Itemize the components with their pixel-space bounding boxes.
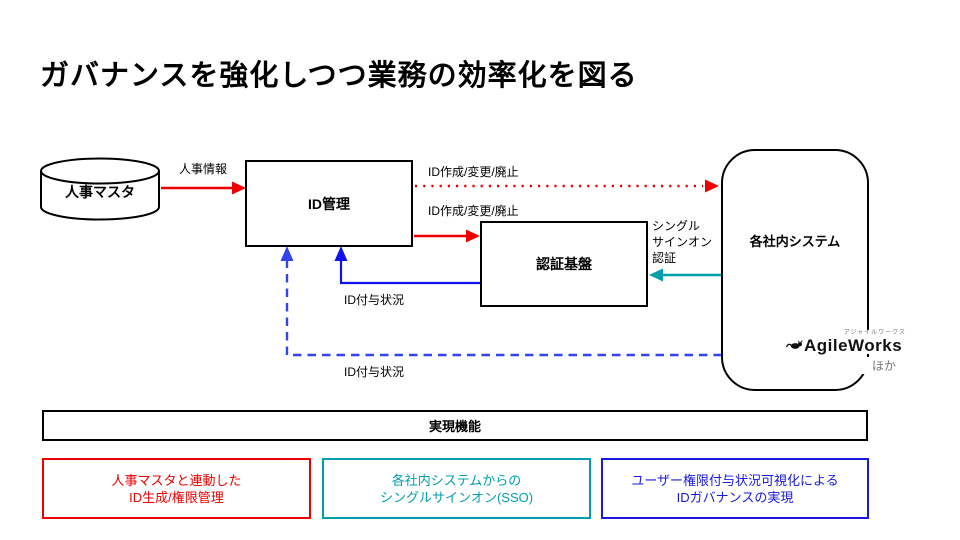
agileworks-ant-icon (785, 338, 803, 354)
arrow-id-ops-dotted (415, 179, 719, 193)
node-auth-platform: 認証基盤 (480, 221, 648, 307)
functions-header-bar: 実現機能 (42, 410, 868, 441)
edge-label-id-ops-mid: ID作成/変更/廃止 (428, 204, 519, 218)
function-box-id-generation: 人事マスタと連動した ID生成/権限管理 (42, 458, 311, 519)
edge-label-id-status-solid: ID付与状況 (344, 293, 405, 307)
function-box-id-governance: ユーザー権限付与状況可視化による IDガバナンスの実現 (601, 458, 869, 519)
arrow-sso-auth (649, 268, 722, 282)
node-id-management-label: ID管理 (308, 195, 350, 212)
node-hr-master-label: 人事マスタ (65, 184, 135, 200)
agileworks-ruby-text: アジャイルワークス (843, 330, 906, 336)
edge-label-sso-auth: シングル サインオン 認証 (652, 219, 713, 265)
edge-label-id-ops-top: ID作成/変更/廃止 (428, 165, 519, 179)
edge-label-id-status-dashed: ID付与状況 (344, 365, 405, 379)
arrow-hr-info (161, 181, 246, 195)
arrow-id-ops-solid (414, 229, 480, 243)
functions-header-label: 実現機能 (428, 419, 481, 434)
node-auth-platform-label: 認証基盤 (536, 256, 592, 272)
page-title: ガバナンスを強化しつつ業務の効率化を図る (40, 60, 638, 92)
agileworks-brand-text: AgileWorks (804, 336, 903, 355)
arrow-id-status-solid (334, 246, 481, 285)
node-id-management: ID管理 (245, 160, 413, 247)
function-box-sso: 各社内システムからの シングルサインオン(SSO) (322, 458, 591, 519)
node-internal-systems-label: 各社内システム (749, 234, 841, 249)
edge-label-hr-info: 人事情報 (178, 162, 227, 176)
logo-suffix-text: ほか (858, 357, 910, 374)
agileworks-logo: アジャイルワークス AgileWorks (785, 330, 908, 355)
